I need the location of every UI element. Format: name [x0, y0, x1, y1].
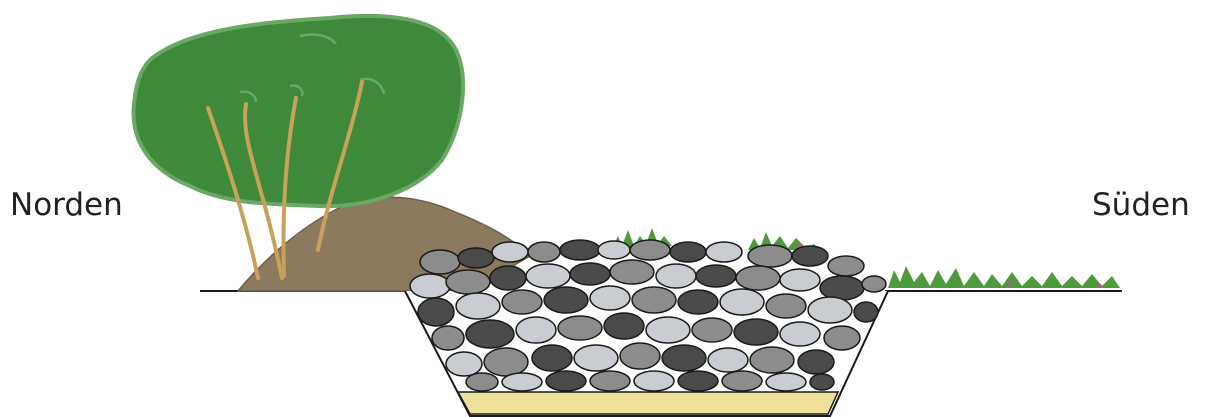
stone: [708, 348, 748, 372]
stone: [484, 348, 528, 376]
stone: [734, 319, 778, 345]
stone: [598, 241, 630, 259]
stone: [736, 266, 780, 290]
stone: [706, 242, 742, 262]
stone: [862, 276, 886, 292]
stone: [610, 260, 654, 284]
stone: [502, 373, 542, 391]
stone: [766, 373, 806, 391]
stone: [678, 371, 718, 391]
stone: [420, 250, 460, 274]
stone: [634, 371, 674, 391]
stone: [630, 240, 670, 260]
stone: [590, 371, 630, 391]
stone: [544, 287, 588, 313]
stone: [722, 371, 762, 391]
stone: [808, 297, 852, 323]
stone: [748, 245, 792, 267]
stone: [854, 302, 878, 322]
stone: [446, 270, 490, 294]
stone: [458, 248, 494, 268]
stone: [766, 294, 806, 318]
stone: [502, 290, 542, 314]
stone: [490, 266, 526, 290]
stone: [798, 350, 834, 374]
tree-canopy: [133, 16, 463, 206]
stone: [432, 326, 464, 350]
sand-base-layer: [458, 392, 838, 414]
stone: [532, 345, 572, 371]
stone: [696, 265, 736, 287]
stone: [528, 242, 560, 262]
stone: [466, 373, 498, 391]
stone: [646, 317, 690, 343]
stone: [670, 242, 706, 262]
stone: [446, 352, 482, 376]
stone: [780, 269, 820, 291]
stone: [466, 320, 514, 348]
stone: [546, 371, 586, 391]
stone: [560, 240, 600, 260]
stone: [828, 256, 864, 276]
stone: [558, 316, 602, 340]
stone: [590, 286, 630, 310]
stone: [750, 347, 794, 373]
stone: [692, 318, 732, 342]
stone: [620, 343, 660, 369]
stone: [824, 326, 860, 350]
stone: [780, 322, 820, 346]
stone: [632, 287, 676, 313]
stone: [516, 317, 556, 343]
stone: [570, 263, 610, 285]
stone: [720, 289, 764, 315]
stone: [792, 246, 828, 266]
stone: [604, 313, 644, 339]
stone: [418, 298, 454, 326]
stone: [662, 345, 706, 371]
stone: [574, 345, 618, 371]
stone: [526, 264, 570, 288]
stone: [456, 293, 500, 319]
stone: [678, 290, 718, 314]
stone: [492, 242, 528, 262]
stone: [810, 374, 834, 390]
stone: [656, 264, 696, 288]
stone: [410, 274, 450, 298]
